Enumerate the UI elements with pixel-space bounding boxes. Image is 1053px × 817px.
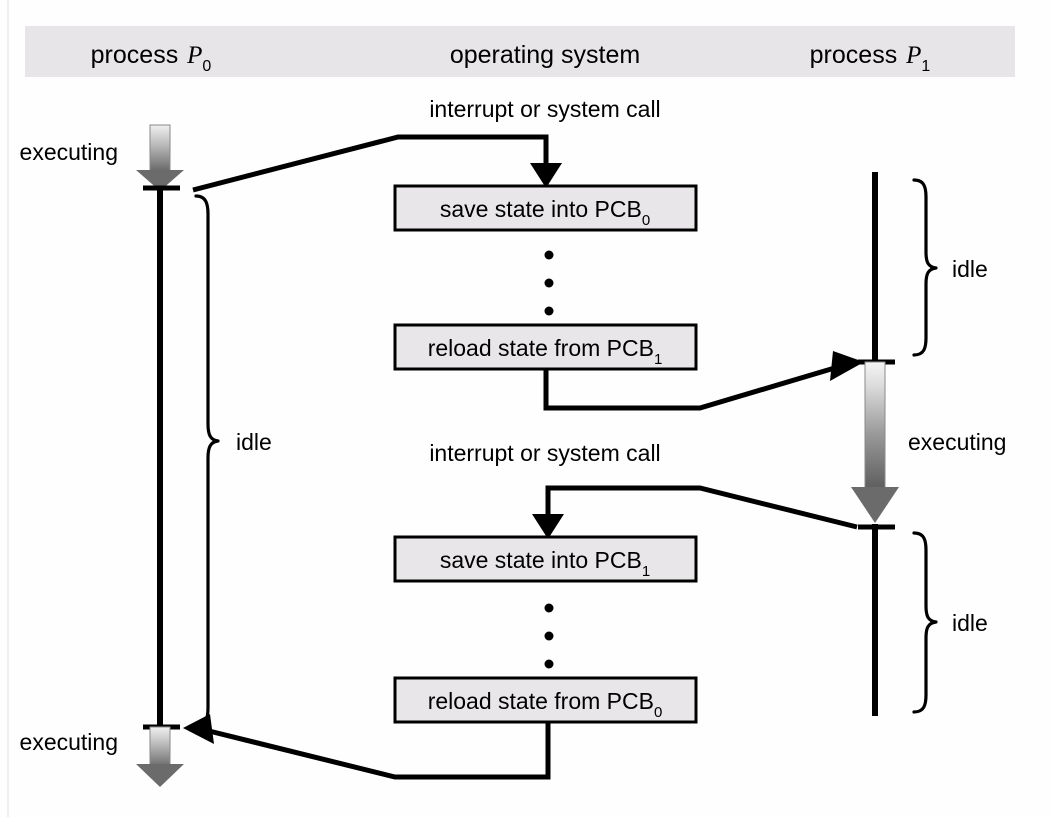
flow-arrowhead-save-pcb1 xyxy=(532,514,564,539)
os-box-reload-state-pcb1 xyxy=(393,323,698,371)
p0-exec-top-shaft xyxy=(149,124,171,174)
flow-p0-to-save-pcb0 xyxy=(192,134,562,193)
flow-p1-to-save-pcb1 xyxy=(532,485,858,539)
ellipsis-1 xyxy=(544,250,554,316)
header-label-process-p0: process P0 xyxy=(91,41,212,75)
os-box-label-reload-state-pcb0: reload state from PCB0 xyxy=(428,688,663,721)
p1-exec-arrowhead xyxy=(851,487,899,523)
p1-state-label-executing: executing xyxy=(908,429,1006,455)
p1-idle-label-bottom: idle xyxy=(952,610,988,636)
p1-idle-label-top: idle xyxy=(952,256,988,282)
flow-arrowhead-to-p1 xyxy=(830,351,864,381)
p1-idle-brace-top xyxy=(912,178,938,357)
p0-idle-label: idle xyxy=(236,429,272,455)
p0-executing-bottom-arrow xyxy=(136,726,184,787)
header-band xyxy=(25,26,1015,77)
os-box-save-state-pcb1 xyxy=(393,535,698,583)
p1-idle-brace-bottom xyxy=(912,531,938,714)
p0-exec-bottom-shaft xyxy=(149,726,171,770)
ellipsis-2 xyxy=(544,603,554,669)
interrupt-label-1: interrupt or system call xyxy=(429,96,660,122)
os-box-save-state-pcb0 xyxy=(393,184,698,232)
p1-exec-shaft xyxy=(864,361,886,493)
p1-executing-arrow xyxy=(851,361,899,523)
flow-arrowhead-save-pcb0 xyxy=(530,163,562,188)
p0-executing-top-arrow xyxy=(136,124,184,191)
p0-state-label-executing-top: executing xyxy=(20,139,118,165)
header-label-process-p1: process P1 xyxy=(810,41,931,75)
p0-exec-bottom-arrowhead xyxy=(136,764,184,787)
interrupt-label-2: interrupt or system call xyxy=(429,440,660,466)
flow-reload-pcb0-to-p0 xyxy=(183,714,551,780)
p0-idle-brace xyxy=(194,194,220,727)
p0-state-label-executing-bottom: executing xyxy=(20,729,118,755)
os-box-reload-state-pcb0 xyxy=(393,676,698,724)
os-box-label-save-state-pcb0: save state into PCB0 xyxy=(440,196,650,229)
p0-exec-top-arrowhead xyxy=(136,170,184,191)
os-box-label-reload-state-pcb1: reload state from PCB1 xyxy=(428,335,663,368)
header-label-operating-system: operating system xyxy=(450,41,640,69)
os-box-label-save-state-pcb1: save state into PCB1 xyxy=(440,547,650,580)
flow-arrowhead-to-p0 xyxy=(183,714,214,744)
flow-reload-pcb1-to-p1 xyxy=(543,351,864,411)
